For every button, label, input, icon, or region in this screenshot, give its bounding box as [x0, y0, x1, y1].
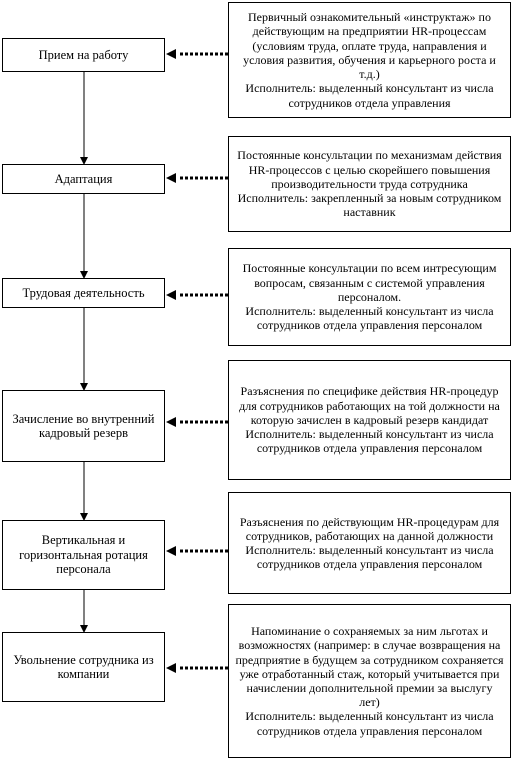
- note-executor: Исполнитель: закрепленный за новым сотру…: [237, 191, 502, 220]
- stage-label: Адаптация: [54, 171, 113, 186]
- stage-hiring: Прием на работу: [2, 38, 165, 72]
- note-rotation: Разъяснения по действующим HR-процедурам…: [228, 492, 511, 594]
- stage-rotation: Вертикальная и горизонтальная ротация пе…: [2, 520, 165, 590]
- note-text: Напоминание о сохраняемых за ним льготах…: [235, 624, 504, 710]
- note-adaptation: Постоянные консультации по механизмам де…: [228, 136, 511, 232]
- stage-label: Увольнение сотрудника из компании: [13, 652, 154, 682]
- note-text: Первичный ознакомительный «инструктаж» п…: [243, 10, 496, 82]
- stage-label: Прием на работу: [38, 47, 129, 62]
- note-executor: Исполнитель: выделенный консультант из ч…: [245, 81, 494, 110]
- note-executor: Исполнитель: выделенный консультант из ч…: [245, 709, 494, 738]
- note-work-activity: Постоянные консультации по всем интресую…: [228, 248, 511, 346]
- dotted-arrow-3: [166, 290, 228, 300]
- stage-talent-reserve: Зачисление во внутренний кадровый резерв: [2, 390, 165, 462]
- note-executor: Исполнитель: выделенный консультант из ч…: [245, 427, 494, 456]
- stage-dismissal: Увольнение сотрудника из компании: [2, 632, 165, 702]
- stage-adaptation: Адаптация: [2, 164, 165, 194]
- dotted-arrow-2: [166, 173, 228, 183]
- stage-label: Вертикальная и горизонтальная ротация пе…: [19, 533, 148, 577]
- note-talent-reserve: Разъяснения по специфике действия HR-про…: [228, 360, 511, 480]
- note-dismissal: Напоминание о сохраняемых за ним льготах…: [228, 604, 511, 758]
- dotted-arrow-4: [166, 417, 228, 427]
- dotted-arrow-5: [166, 546, 228, 556]
- stage-work-activity: Трудовая деятельность: [2, 278, 165, 308]
- note-text: Разъяснения по специфике действия HR-про…: [239, 384, 500, 427]
- dotted-arrow-1: [166, 49, 228, 59]
- note-executor: Исполнитель: выделенный консультант из ч…: [245, 543, 494, 572]
- note-executor: Исполнитель: выделенный консультант из ч…: [245, 304, 494, 333]
- stage-label: Зачисление во внутренний кадровый резерв: [12, 411, 155, 441]
- note-text: Постоянные консультации по всем интресую…: [242, 261, 497, 304]
- note-text: Разъяснения по действующим HR-процедурам…: [239, 514, 500, 543]
- stage-label: Трудовая деятельность: [22, 285, 145, 300]
- note-text: Постоянные консультации по механизмам де…: [237, 148, 502, 191]
- note-hiring: Первичный ознакомительный «инструктаж» п…: [228, 2, 511, 118]
- dotted-arrow-6: [166, 663, 228, 673]
